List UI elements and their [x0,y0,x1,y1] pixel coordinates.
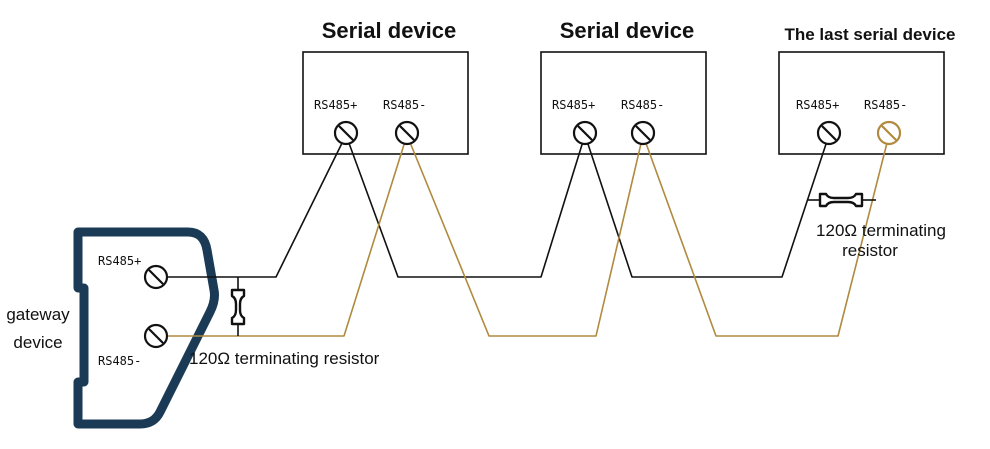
gateway-device-label-line2: device [13,333,62,352]
gateway-rs485-minus-screw [143,323,169,349]
device-2-rs485-plus-screw [572,120,598,146]
last-device-rs485-minus-screw [876,120,902,146]
serial-device-title-2: Serial device [560,18,695,43]
rs485-minus-wire [156,134,890,337]
gateway-device-connector [73,227,219,429]
last-serial-device-title: The last serial device [784,25,955,44]
device-2-rs485-minus-screw [630,120,656,146]
rs485-plus-wire [156,134,830,278]
device-1-rs485-minus-screw [394,120,420,146]
device-1-rs485-plus-label: RS485+ [314,98,357,112]
last-resistor-label-line1: 120Ω terminating [816,221,946,240]
serial-device-title-1: Serial device [322,18,457,43]
last-device-terminating-resistor [808,192,876,208]
last-device-rs485-minus-label: RS485- [864,98,907,112]
last-serial-device-box [778,51,945,155]
device-1-rs485-plus-screw [333,120,359,146]
device-2-rs485-minus-label: RS485- [621,98,664,112]
device-1-rs485-minus-label: RS485- [383,98,426,112]
last-device-rs485-plus-label: RS485+ [796,98,839,112]
serial-device-box-2 [540,51,707,155]
gateway-rs485-plus-screw [143,264,169,290]
gateway-rs485-plus-label: RS485+ [98,254,141,268]
last-resistor-label-line2: resistor [842,241,898,260]
serial-device-box-1 [302,51,469,155]
gateway-terminating-resistor [230,277,246,336]
gateway-rs485-minus-label: RS485- [98,354,141,368]
device-2-rs485-plus-label: RS485+ [552,98,595,112]
gateway-device-label-line1: gateway [6,305,70,324]
last-device-rs485-plus-screw [816,120,842,146]
gateway-resistor-label: 120Ω terminating resistor [189,349,380,368]
